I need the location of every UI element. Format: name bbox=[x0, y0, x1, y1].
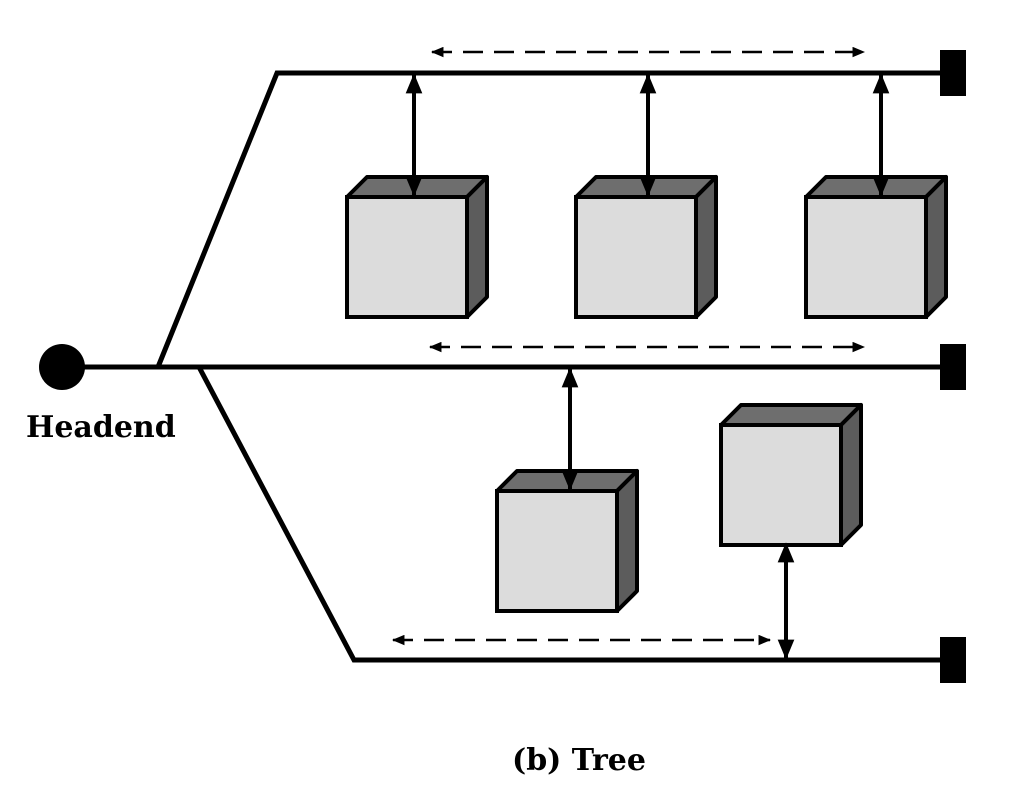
headend-label: Headend bbox=[26, 410, 176, 445]
middle-terminator-icon bbox=[940, 344, 966, 390]
lower-branch-cable bbox=[196, 365, 952, 663]
figure-caption: (b) Tree bbox=[512, 743, 646, 778]
lower-terminator-icon bbox=[940, 637, 966, 683]
station-box-icon bbox=[719, 403, 863, 547]
station-box-icon bbox=[574, 175, 718, 319]
station-box-icon bbox=[804, 175, 948, 319]
station-box-icon bbox=[495, 469, 639, 613]
upper-branch-cable bbox=[155, 70, 952, 368]
upper-terminator-icon bbox=[940, 50, 966, 96]
station-box-icon bbox=[345, 175, 489, 319]
